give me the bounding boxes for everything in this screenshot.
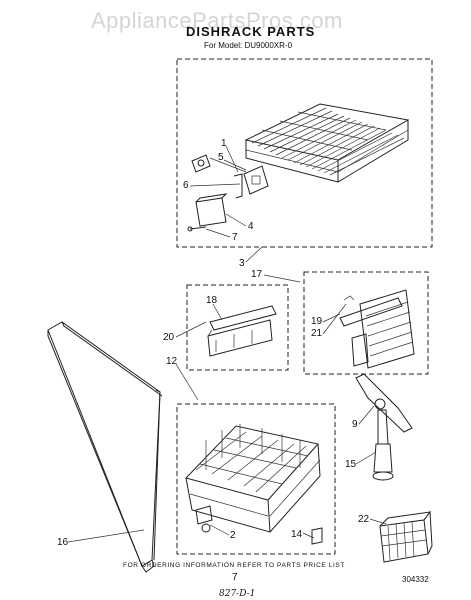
rack-adjuster-assembly bbox=[187, 154, 269, 232]
cutlery-group-box bbox=[303, 271, 429, 375]
lower-dishrack bbox=[185, 424, 321, 533]
callout-15: 15 bbox=[345, 459, 357, 470]
rack-wheel-and-stop bbox=[195, 505, 323, 545]
callout-21: 21 bbox=[311, 328, 323, 339]
model-subtitle: For Model: DU9000XR-0 bbox=[204, 41, 293, 50]
callout-12: 12 bbox=[166, 356, 178, 367]
ordering-note: FOR ORDERING INFORMATION REFER TO PARTS … bbox=[123, 562, 345, 569]
silverware-basket bbox=[379, 510, 433, 563]
callout-5: 5 bbox=[218, 152, 224, 163]
callout-22: 22 bbox=[358, 514, 370, 525]
diagram-title: DISHRACK PARTS bbox=[186, 24, 315, 39]
handwritten-code: 827-D-1 bbox=[219, 589, 255, 599]
callout-20: 20 bbox=[163, 332, 175, 343]
callout-18: 18 bbox=[206, 295, 218, 306]
upper-rack-group-box bbox=[176, 58, 433, 248]
tine-row-group-box bbox=[186, 284, 289, 371]
callout-6: 6 bbox=[183, 180, 189, 191]
callout-7: 7 bbox=[232, 232, 238, 243]
lower-rack-group-box bbox=[176, 403, 336, 555]
tine-row-left bbox=[207, 305, 277, 357]
callout-9: 9 bbox=[352, 419, 358, 430]
upper-dishrack bbox=[244, 103, 410, 183]
diagram-number: 304332 bbox=[402, 575, 429, 584]
callout-1: 1 bbox=[221, 138, 227, 149]
callout-2: 2 bbox=[230, 530, 236, 541]
page-number: 7 bbox=[232, 572, 238, 583]
callout-17: 17 bbox=[251, 269, 263, 280]
callout-19: 19 bbox=[311, 316, 323, 327]
callout-14: 14 bbox=[291, 529, 303, 540]
watermark: AppliancePartsPros.com bbox=[91, 8, 343, 33]
door-panel bbox=[47, 321, 163, 573]
callout-16: 16 bbox=[57, 537, 69, 548]
tine-row-right bbox=[339, 289, 415, 369]
callout-4: 4 bbox=[248, 221, 254, 232]
spray-arm-assembly bbox=[355, 373, 413, 481]
callout-3: 3 bbox=[239, 258, 245, 269]
